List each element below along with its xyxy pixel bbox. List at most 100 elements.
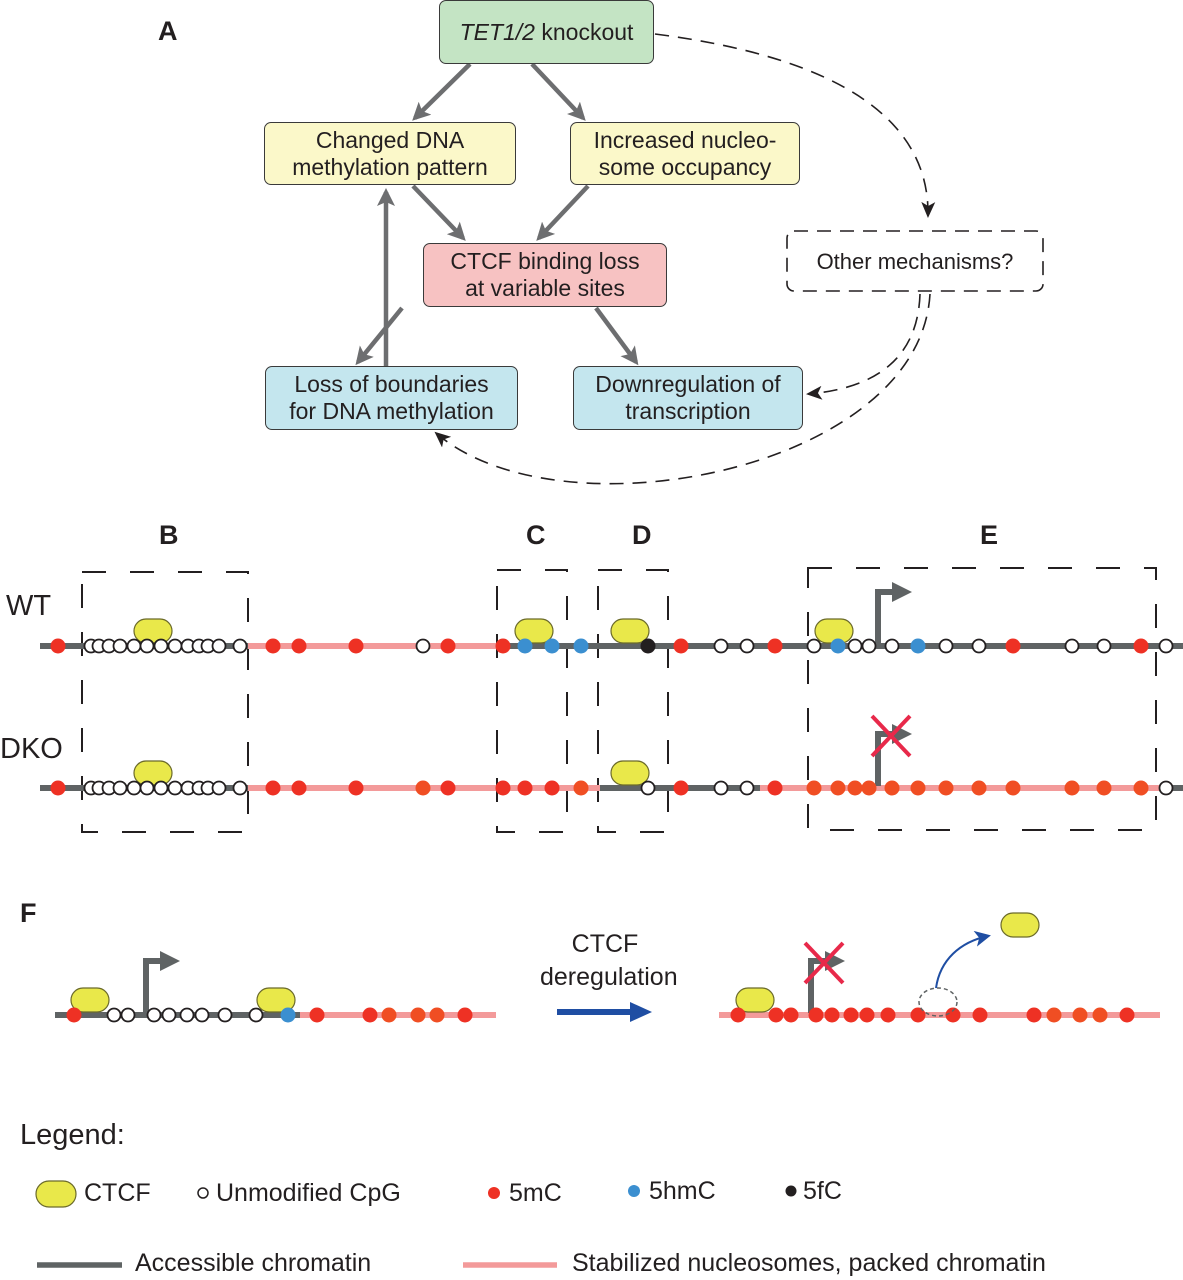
cpg-5mc: [971, 780, 987, 796]
downregulation-line1: Downregulation of: [595, 371, 781, 397]
cpg-5mc: [1133, 638, 1149, 654]
cpg-unmodified: [167, 638, 183, 654]
cpg-5mc: [415, 780, 431, 796]
cpg-unmodified: [211, 780, 227, 796]
tet-gene-name: TET1/2: [459, 18, 535, 45]
cpg-unmodified: [713, 638, 729, 654]
ctcf-protein: [814, 618, 854, 644]
cpg-unmodified: [640, 780, 656, 796]
cpg-5mc: [673, 638, 689, 654]
ctcf-protein: [256, 987, 296, 1013]
cpg-unmodified: [153, 638, 169, 654]
ctcf-protein: [610, 760, 650, 786]
cpg-5mc: [457, 1007, 473, 1023]
cpg-5mc: [808, 1007, 824, 1023]
cpg-5hmc: [573, 638, 589, 654]
region-box-b: [81, 571, 249, 833]
panel-label-f: F: [20, 898, 37, 928]
track-f_right: [719, 912, 1160, 1023]
legend-unmodified-symbol: [197, 1187, 209, 1199]
cpg-unmodified: [126, 780, 142, 796]
boundaries-line1: Loss of boundaries: [294, 371, 489, 397]
cpg-unmodified: [194, 1007, 210, 1023]
blocked-x-mark: [870, 714, 912, 758]
cpg-5mc: [880, 1007, 896, 1023]
cpg-5mc: [843, 1007, 859, 1023]
cpg-unmodified: [1064, 638, 1080, 654]
cpg-unmodified: [713, 780, 729, 796]
legend-graphics: [35, 1180, 797, 1268]
deregulation-arrow-head: [630, 1002, 652, 1022]
cpg-5mc: [972, 1007, 988, 1023]
nucleosome-line2: some occupancy: [598, 153, 772, 180]
cpg-5hmc: [517, 638, 533, 654]
ctcf-loss-line1: CTCF binding loss: [450, 248, 640, 274]
panel-label-b: B: [159, 520, 179, 550]
cpg-5mc: [440, 638, 456, 654]
cpg-5mc: [495, 780, 511, 796]
cpg-5mc: [767, 638, 783, 654]
ctcf-protein: [514, 618, 554, 644]
cpg-5mc: [429, 1007, 445, 1023]
legend-ctcf-symbol: [35, 1180, 77, 1208]
cpg-5mc: [348, 780, 364, 796]
cpg-5mc: [410, 1007, 426, 1023]
ctcf-loss-line2: at variable sites: [465, 275, 625, 301]
cpg-unmodified: [139, 780, 155, 796]
cpg-5mc: [1096, 780, 1112, 796]
vacated-ctcf-site: [918, 987, 958, 1017]
cpg-5mc: [768, 1007, 784, 1023]
promoter-arrow: [875, 589, 898, 644]
cpg-5mc: [1072, 1007, 1088, 1023]
nucleosome-occupancy-box: Increased nucleo-some occupancy: [570, 122, 800, 185]
track-dko: [40, 714, 1183, 796]
cpg-unmodified: [884, 638, 900, 654]
deregulation-label-line2: deregulation: [540, 963, 678, 991]
track-f_left: [55, 951, 496, 1023]
dashed-arrows: [434, 33, 936, 485]
cpg-5hmc: [910, 638, 926, 654]
cpg-unmodified: [167, 780, 183, 796]
cpg-5mc: [767, 780, 783, 796]
cpg-unmodified: [153, 780, 169, 796]
cpg-5mc: [910, 780, 926, 796]
dashed-arrow-other-to-boundaries: [434, 293, 931, 485]
arrow-tet-to-nucleosome: [530, 62, 586, 121]
other-mechanisms-box: Other mechanisms?: [787, 231, 1043, 291]
cpg-5mc: [1026, 1007, 1042, 1023]
cpg-5mc: [362, 1007, 378, 1023]
cpg-5hmc: [544, 638, 560, 654]
cpg-unmodified: [161, 1007, 177, 1023]
cpg-5mc: [847, 780, 863, 796]
cpg-5mc: [806, 780, 822, 796]
dashed-arrow-other-to-downregulation: [806, 293, 921, 400]
cpg-unmodified: [415, 638, 431, 654]
region-box-d: [597, 569, 669, 833]
arrow-nucleosome-to-ctcf: [536, 184, 590, 241]
cpg-unmodified: [106, 1007, 122, 1023]
legend-5mc-label: 5mC: [509, 1179, 562, 1207]
promoter-arrow-head: [892, 582, 912, 602]
cpg-unmodified: [112, 638, 128, 654]
region-box-e: [807, 567, 1157, 831]
arrow-ctcf-to-downregulation: [594, 306, 639, 366]
cpg-5mc: [573, 780, 589, 796]
cpg-5mc: [495, 638, 511, 654]
cpg-unmodified: [146, 1007, 162, 1023]
released-ctcf-protein: [1000, 912, 1040, 938]
cpg-5mc: [730, 1007, 746, 1023]
cpg-5mc: [66, 1007, 82, 1023]
ctcf-protein: [133, 618, 173, 644]
cpg-unmodified: [232, 638, 248, 654]
cpg-5mc: [1064, 780, 1080, 796]
legend-5hmc-label: 5hmC: [649, 1177, 716, 1205]
cpg-5mc: [348, 638, 364, 654]
cpg-5mc: [861, 780, 877, 796]
cpg-5mc: [938, 780, 954, 796]
track-wt: [40, 582, 1183, 654]
tet-knockout-box: TET1/2 knockout: [439, 0, 654, 64]
cpg-5mc: [673, 780, 689, 796]
changed-methylation-line2: methylation pattern: [292, 153, 488, 180]
